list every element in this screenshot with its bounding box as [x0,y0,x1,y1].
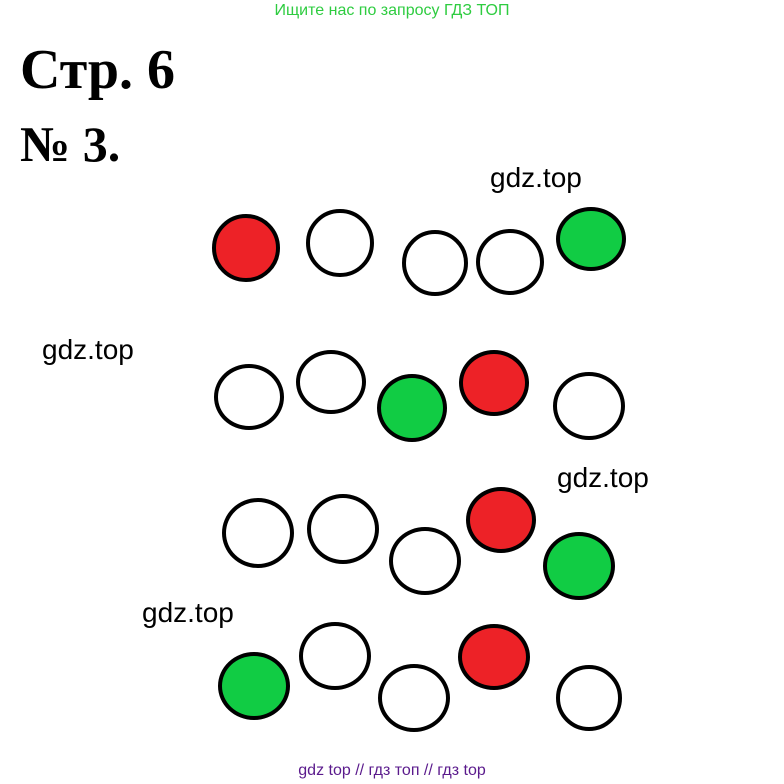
white-circle [222,498,294,568]
red-circle [466,487,536,553]
footer-watermark: gdz top // гдз топ // гдз top [298,762,486,779]
watermark-text: gdz.top [42,334,134,365]
white-circle [378,664,450,732]
white-circle [214,364,284,430]
watermark-text: gdz.top [557,462,649,493]
green-circle [218,652,290,720]
page-title: Стр. 6 [20,39,176,101]
white-circle [553,372,625,440]
white-circle [556,665,622,731]
white-circle [299,622,371,690]
red-circle [212,214,280,282]
green-circle [543,532,615,600]
white-circle [402,230,468,296]
top-banner: Ищите нас по запросу ГДЗ ТОП [274,2,510,19]
green-circle [556,207,626,271]
white-circle [296,350,366,414]
watermark-text: gdz.top [142,597,234,628]
white-circle [307,494,379,564]
white-circle [306,209,374,277]
white-circle [476,229,544,295]
watermark-text: gdz.top [490,162,582,193]
white-circle [389,527,461,595]
task-number: № 3. [20,116,121,172]
red-circle [458,624,530,690]
green-circle [377,374,447,442]
red-circle [459,350,529,416]
